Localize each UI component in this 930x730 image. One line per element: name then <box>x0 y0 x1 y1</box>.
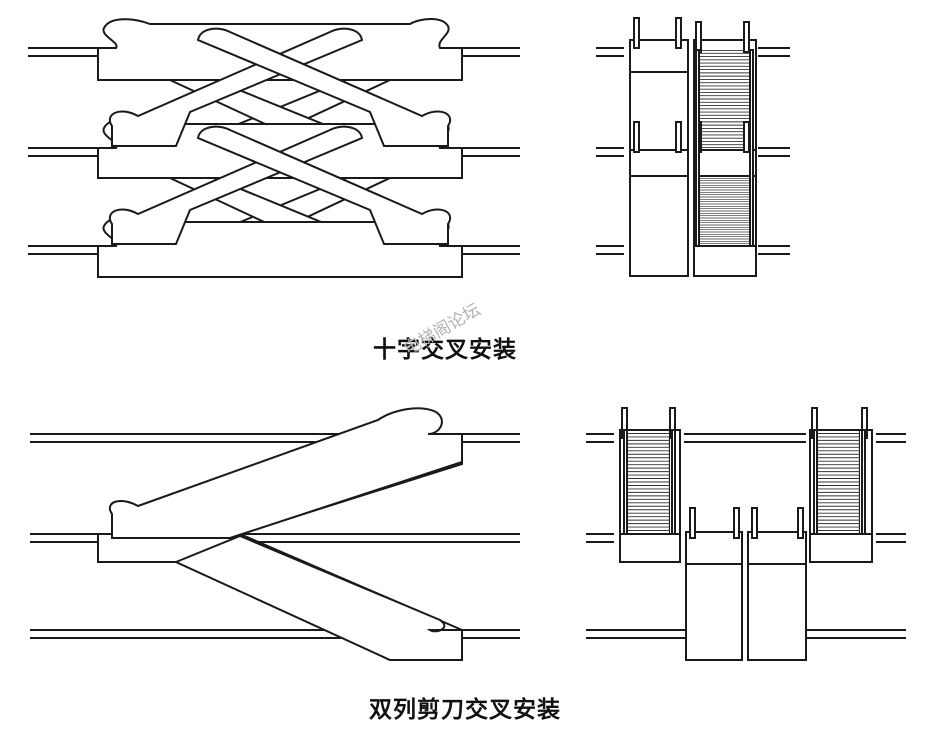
floor-lines <box>596 47 790 255</box>
incline-up-right-upper <box>109 27 364 147</box>
incline-up-left-lower <box>196 125 451 245</box>
landing-block <box>685 531 743 661</box>
landing-cap <box>97 18 463 81</box>
handrail-posts <box>633 17 754 247</box>
incline-upper <box>109 407 463 539</box>
incline-up-left-upper <box>196 27 451 147</box>
caption-cross-installation: 十字交叉安装 <box>373 336 517 363</box>
incline-lower <box>173 534 463 661</box>
floor-lines <box>586 433 906 639</box>
cross-installation-elevation <box>28 18 520 278</box>
double-scissor-elevation <box>30 407 520 661</box>
landing-block <box>629 39 689 277</box>
caption-double-scissor-installation: 双列剪刀交叉安装 <box>369 696 561 723</box>
landing-block <box>747 531 807 661</box>
cross-installation-plan <box>596 17 790 277</box>
double-scissor-plan <box>586 407 906 661</box>
handrail-posts <box>621 407 868 539</box>
incline-up-right-lower <box>109 125 364 245</box>
